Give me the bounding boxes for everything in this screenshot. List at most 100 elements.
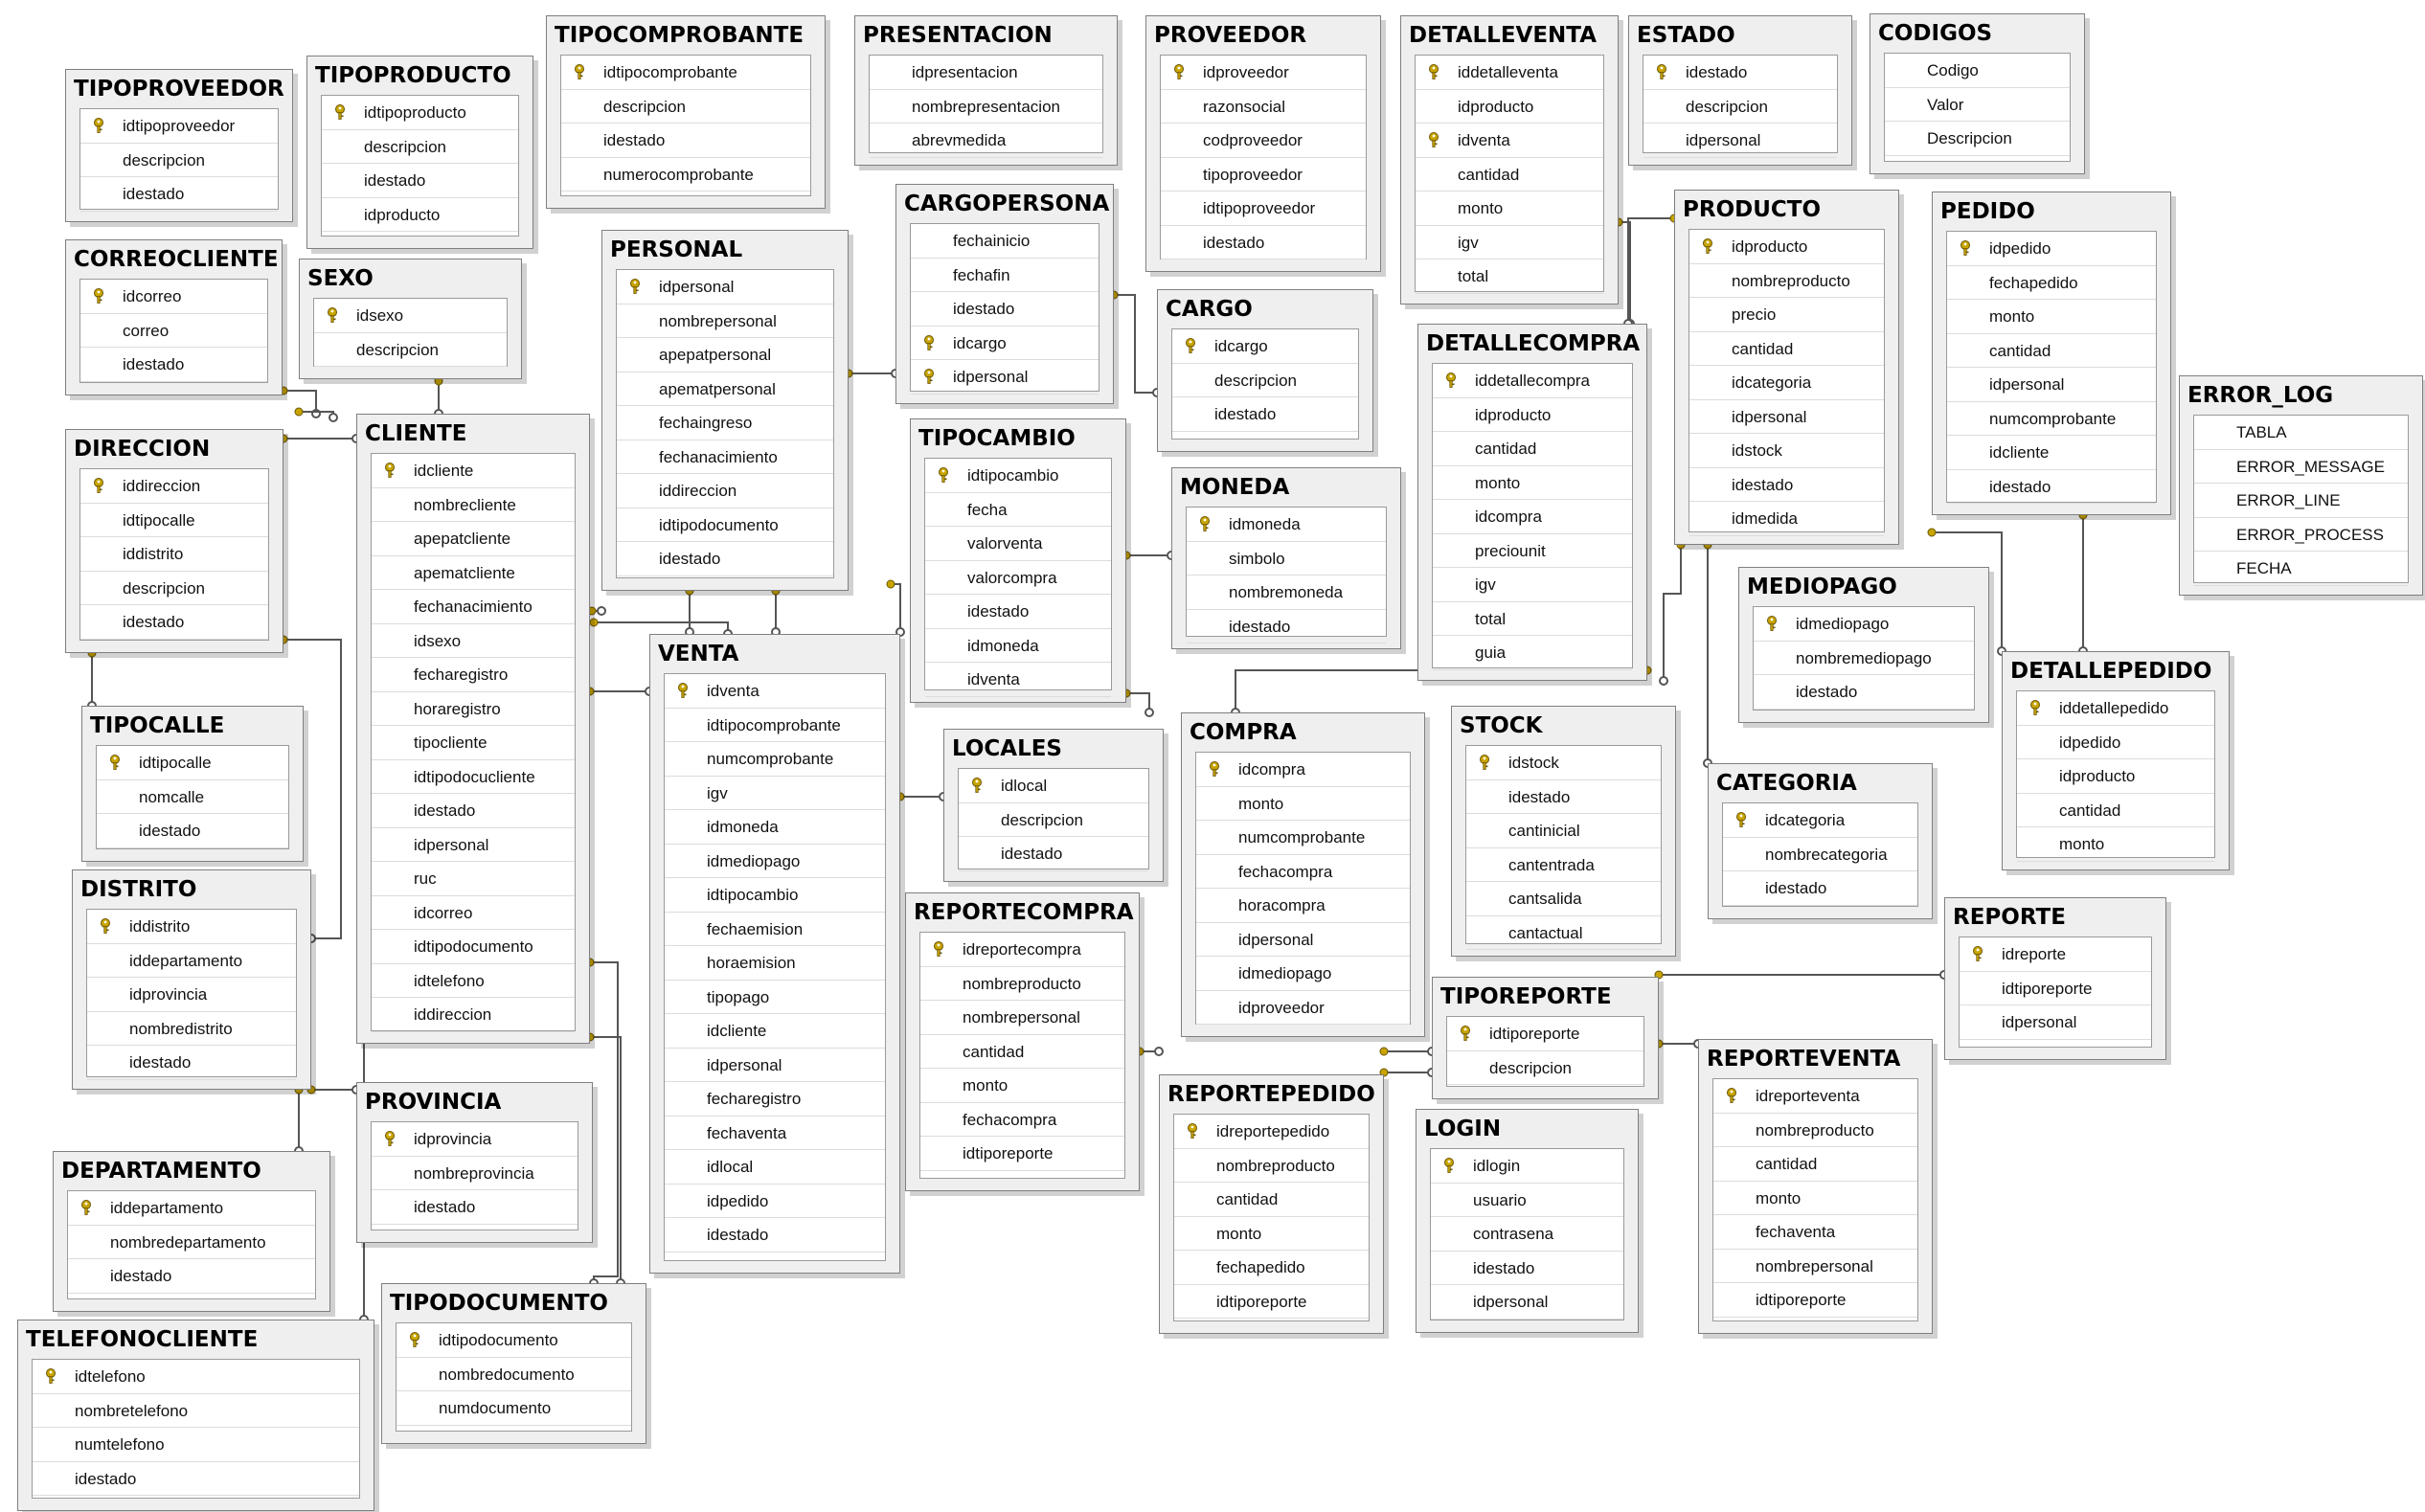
column-row[interactable]: fechanacimiento bbox=[617, 440, 833, 474]
column-row[interactable]: idestado bbox=[372, 1190, 578, 1225]
column-row[interactable]: nombredistrito bbox=[87, 1012, 296, 1046]
column-row[interactable]: idestado bbox=[372, 794, 575, 828]
column-row[interactable]: nombremoneda bbox=[1187, 575, 1386, 610]
column-row[interactable]: idpedido bbox=[2017, 726, 2214, 759]
column-row[interactable]: cantidad bbox=[1174, 1183, 1369, 1217]
column-row[interactable]: contrasena bbox=[1431, 1217, 1623, 1252]
column-row[interactable]: horaregistro bbox=[372, 692, 575, 726]
column-row[interactable]: idproducto bbox=[2017, 759, 2214, 794]
column-row[interactable]: cantinicial bbox=[1466, 814, 1661, 848]
column-row[interactable]: idtipodocumento bbox=[372, 930, 575, 964]
column-row[interactable]: idcliente bbox=[665, 1014, 885, 1049]
column-row[interactable]: idcompra bbox=[1196, 753, 1410, 787]
column-row[interactable]: idtipocambio bbox=[665, 878, 885, 913]
column-row[interactable]: ruc bbox=[372, 862, 575, 896]
column-row[interactable]: monto bbox=[1416, 192, 1603, 226]
column-row[interactable]: idproveedor bbox=[1196, 991, 1410, 1025]
column-row[interactable]: idestado bbox=[80, 605, 268, 640]
column-row[interactable]: idmoneda bbox=[925, 629, 1111, 663]
column-row[interactable]: apematcliente bbox=[372, 556, 575, 590]
column-row[interactable]: nombretelefono bbox=[33, 1394, 359, 1428]
column-row[interactable]: idcategoria bbox=[1689, 366, 1884, 400]
column-row[interactable]: cantidad bbox=[1433, 432, 1632, 466]
column-row[interactable]: idproducto bbox=[1689, 230, 1884, 264]
column-row[interactable]: fecha bbox=[925, 493, 1111, 527]
column-row[interactable]: fechainicio bbox=[911, 224, 1099, 259]
column-row[interactable]: nombreproducto bbox=[1689, 264, 1884, 298]
column-row[interactable]: cantentrada bbox=[1466, 848, 1661, 882]
column-row[interactable]: tipopago bbox=[665, 981, 885, 1014]
column-row[interactable]: idmediopago bbox=[1196, 957, 1410, 991]
column-row[interactable]: idproducto bbox=[1433, 398, 1632, 432]
column-row[interactable]: idestado bbox=[1187, 610, 1386, 643]
column-row[interactable]: idestado bbox=[322, 164, 518, 198]
column-row[interactable]: idtelefono bbox=[33, 1360, 359, 1394]
column-row[interactable]: idpersonal bbox=[1947, 368, 2156, 402]
column-row[interactable]: idlocal bbox=[959, 769, 1148, 803]
column-row[interactable]: monto bbox=[2017, 827, 2214, 862]
column-row[interactable]: idpersonal bbox=[372, 828, 575, 862]
column-row[interactable]: idestado bbox=[80, 177, 278, 212]
column-row[interactable]: descripcion bbox=[1447, 1051, 1643, 1085]
column-row[interactable]: iddepartamento bbox=[68, 1191, 315, 1226]
column-row[interactable]: idestado bbox=[87, 1046, 296, 1080]
column-row[interactable]: idestado bbox=[68, 1259, 315, 1294]
column-row[interactable]: numcomprobante bbox=[1947, 402, 2156, 436]
column-row[interactable]: cantidad bbox=[1947, 334, 2156, 368]
column-row[interactable]: nombredocumento bbox=[397, 1358, 631, 1391]
column-row[interactable]: nombreproducto bbox=[1713, 1114, 1917, 1147]
column-row[interactable]: razonsocial bbox=[1161, 90, 1366, 124]
column-row[interactable]: iddireccion bbox=[372, 998, 575, 1032]
column-row[interactable]: idpersonal bbox=[665, 1049, 885, 1082]
column-row[interactable]: abrevmedida bbox=[870, 124, 1102, 158]
column-row[interactable]: cantidad bbox=[1689, 332, 1884, 366]
column-row[interactable]: igv bbox=[665, 777, 885, 810]
column-row[interactable]: idtipodocumento bbox=[397, 1323, 631, 1358]
column-row[interactable]: descripcion bbox=[80, 144, 278, 177]
column-row[interactable]: nombrecliente bbox=[372, 488, 575, 522]
column-row[interactable]: total bbox=[1416, 260, 1603, 294]
column-row[interactable]: idestado bbox=[1754, 675, 1974, 710]
column-row[interactable]: idtipocomprobante bbox=[665, 709, 885, 742]
column-row[interactable]: monto bbox=[1433, 466, 1632, 500]
column-row[interactable]: idestado bbox=[1466, 780, 1661, 814]
column-row[interactable]: idcorreo bbox=[372, 896, 575, 930]
column-row[interactable]: idtipocalle bbox=[80, 504, 268, 537]
column-row[interactable]: tipoproveedor bbox=[1161, 158, 1366, 192]
column-row[interactable]: idestado bbox=[561, 124, 810, 158]
column-row[interactable]: nombrepersonal bbox=[920, 1001, 1124, 1035]
column-row[interactable]: nombrecategoria bbox=[1723, 838, 1917, 871]
column-row[interactable]: cantidad bbox=[1713, 1147, 1917, 1182]
column-row[interactable]: fechaventa bbox=[665, 1117, 885, 1150]
column-row[interactable]: numtelefono bbox=[33, 1428, 359, 1462]
column-row[interactable]: fechaingreso bbox=[617, 406, 833, 440]
column-row[interactable]: nombreproducto bbox=[1174, 1149, 1369, 1183]
column-row[interactable]: idpedido bbox=[665, 1185, 885, 1218]
column-row[interactable]: idpersonal bbox=[1643, 124, 1837, 158]
column-row[interactable]: idproducto bbox=[322, 198, 518, 232]
column-row[interactable]: idcliente bbox=[1947, 436, 2156, 470]
column-row[interactable]: valorcompra bbox=[925, 561, 1111, 595]
column-row[interactable]: fecharegistro bbox=[372, 658, 575, 692]
column-row[interactable]: descripcion bbox=[1172, 364, 1358, 397]
column-row[interactable]: monto bbox=[1174, 1217, 1369, 1251]
column-row[interactable]: igv bbox=[1433, 568, 1632, 602]
column-row[interactable]: idmediopago bbox=[1754, 607, 1974, 642]
column-row[interactable]: nombrepersonal bbox=[1713, 1250, 1917, 1283]
column-row[interactable]: fechaemision bbox=[665, 913, 885, 946]
